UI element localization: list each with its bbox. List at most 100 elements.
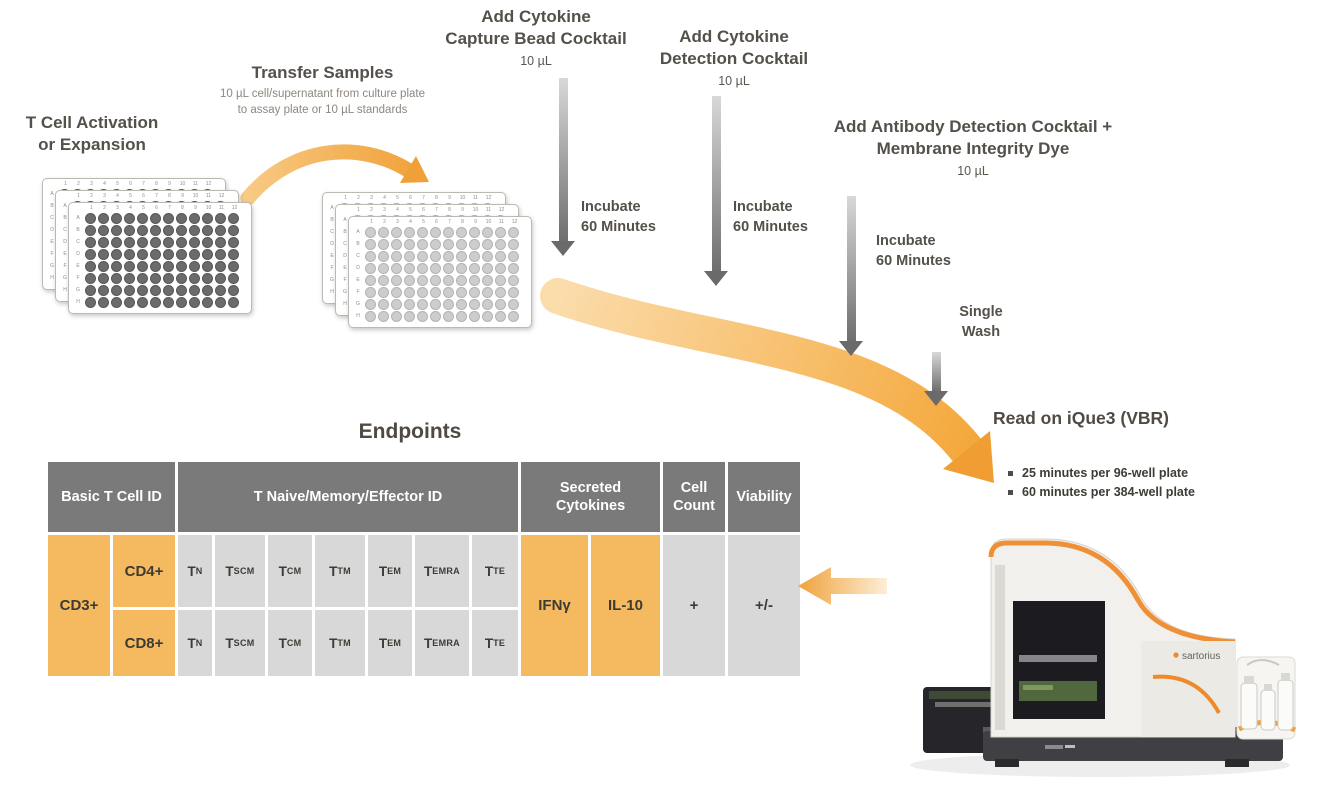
- plate-row: F: [352, 286, 531, 298]
- well: [189, 248, 200, 260]
- incubate-label-1: Incubate 60 Minutes: [581, 199, 656, 235]
- well: [176, 260, 187, 272]
- plate-row-label: F: [63, 263, 67, 269]
- well: [163, 284, 174, 296]
- plate-row-label: C: [330, 229, 334, 235]
- plate-row-label: D: [76, 251, 80, 257]
- well: [404, 226, 415, 238]
- well: [495, 274, 506, 286]
- well: [443, 286, 454, 298]
- well: [430, 310, 441, 322]
- well: [365, 286, 376, 298]
- well: [215, 224, 226, 236]
- well: [150, 224, 161, 236]
- square-bullet-icon: [1008, 490, 1013, 495]
- well: [176, 236, 187, 248]
- plate-row-label: F: [343, 277, 347, 283]
- plate-row-label: C: [343, 241, 347, 247]
- well: [137, 296, 148, 308]
- well: [124, 224, 135, 236]
- well: [98, 284, 109, 296]
- plate-row-label: B: [330, 217, 334, 223]
- well: [176, 284, 187, 296]
- well: [391, 274, 402, 286]
- well: [482, 238, 493, 250]
- well: [124, 296, 135, 308]
- well: [365, 298, 376, 310]
- step-detection-cocktail: Add Cytokine Detection Cocktail 10 µL: [634, 26, 834, 88]
- well: [111, 224, 122, 236]
- well: [98, 212, 109, 224]
- well: [85, 212, 96, 224]
- plate-row-label: E: [356, 277, 360, 283]
- step-transfer-samples: Transfer Samples 10 µL cell/supernatant …: [185, 62, 460, 118]
- well: [124, 248, 135, 260]
- well: [215, 212, 226, 224]
- well: [443, 238, 454, 250]
- well: [391, 286, 402, 298]
- well: [430, 250, 441, 262]
- well: [137, 248, 148, 260]
- plate-row-label: A: [76, 215, 80, 221]
- well: [189, 260, 200, 272]
- well: [85, 284, 96, 296]
- well: [391, 238, 402, 250]
- well: [176, 272, 187, 284]
- well: [469, 298, 480, 310]
- well: [137, 284, 148, 296]
- well: [482, 274, 493, 286]
- well: [378, 274, 389, 286]
- capture-volume: 10 µL: [520, 54, 552, 69]
- plate-row-label: F: [330, 265, 334, 271]
- well: [137, 212, 148, 224]
- plate-row: G: [72, 284, 251, 296]
- well: [482, 286, 493, 298]
- endpoints-title: Endpoints: [358, 420, 462, 443]
- plate-row-label: A: [356, 229, 360, 235]
- ique3-instrument-image: sartorius: [910, 538, 1297, 777]
- well: [378, 250, 389, 262]
- well: [456, 262, 467, 274]
- well: [482, 250, 493, 262]
- well: [417, 274, 428, 286]
- well: [137, 272, 148, 284]
- plate-row-label: G: [76, 287, 80, 293]
- well: [228, 260, 239, 272]
- well: [150, 272, 161, 284]
- well: [137, 236, 148, 248]
- well: [98, 272, 109, 284]
- well: [150, 260, 161, 272]
- well: [495, 298, 506, 310]
- result-arrow: [798, 567, 887, 605]
- well: [443, 262, 454, 274]
- plate-row-label: B: [343, 229, 347, 235]
- well: [443, 226, 454, 238]
- well: [98, 236, 109, 248]
- plate-row-label: C: [356, 253, 360, 259]
- arrow-head-icon: [924, 391, 948, 406]
- well: [456, 298, 467, 310]
- plate-row-label: C: [76, 239, 80, 245]
- well: [378, 286, 389, 298]
- well: [443, 250, 454, 262]
- plate-row: H: [72, 296, 251, 308]
- well: [228, 284, 239, 296]
- plate-row: G: [352, 298, 531, 310]
- cell-il-10: IL-10: [591, 535, 660, 676]
- read-bullet-2: 60 minutes per 384-well plate: [1008, 485, 1238, 499]
- well: [430, 274, 441, 286]
- incubate-label-2: Incubate 60 Minutes: [733, 199, 808, 235]
- step-antibody-cocktail: Add Antibody Detection Cocktail + Membra…: [813, 116, 1133, 178]
- plate-row-label: B: [356, 241, 360, 247]
- cell-viability-value: +/-: [728, 535, 800, 676]
- well: [85, 236, 96, 248]
